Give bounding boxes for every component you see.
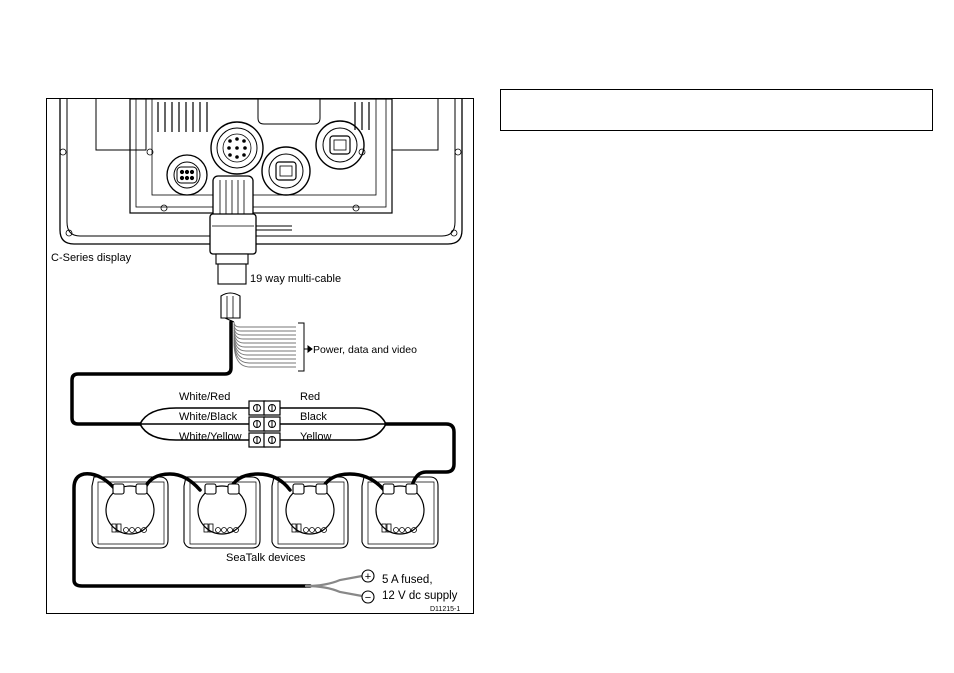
network-connector-2 [316, 121, 364, 169]
network-connector-1 [262, 147, 310, 195]
supply-label-line2: 12 V dc supply [382, 590, 458, 602]
supply-label-line1: 5 A fused, [382, 574, 433, 586]
main-19-pin-connector [211, 122, 263, 174]
multi-pin-connector [167, 155, 207, 195]
devices-label: SeaTalk devices [226, 552, 306, 564]
display-label: C-Series display [51, 252, 132, 264]
wire-bundle [234, 322, 296, 367]
seatalk-device-1 [92, 477, 168, 548]
multi-cable-end [221, 293, 240, 322]
junction-block [249, 401, 280, 447]
figure-id: D11215-1 [430, 606, 460, 613]
wire-label-white-black: White/Black [179, 411, 238, 423]
bundle-bracket [298, 323, 312, 371]
multi-cable-plug [210, 176, 256, 284]
wire-label-white-red: White/Red [179, 391, 230, 403]
wire-label-yellow: Yellow [300, 431, 331, 443]
minus-terminal-symbol: − [362, 591, 374, 604]
cable-label: 19 way multi-cable [250, 273, 341, 285]
display-rear-panel [60, 99, 462, 244]
seatalk-cable [72, 322, 454, 586]
svg-text:−: − [365, 592, 371, 604]
svg-text:+: + [365, 571, 371, 583]
wire-label-black: Black [300, 411, 327, 423]
wire-label-white-yellow: White/Yellow [179, 431, 242, 443]
seatalk-device-3 [272, 477, 348, 548]
plus-terminal-symbol: + [362, 570, 374, 583]
seatalk-device-4 [362, 477, 438, 548]
power-supply-leads [306, 576, 362, 596]
bundle-label: Power, data and video [313, 344, 417, 356]
wire-label-red: Red [300, 391, 320, 403]
